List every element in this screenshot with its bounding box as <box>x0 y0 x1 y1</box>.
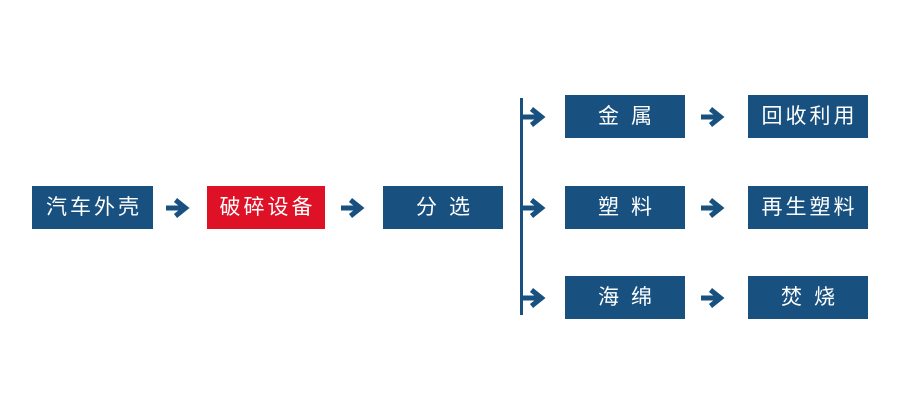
right-arrow-icon <box>165 196 191 220</box>
node-incineration: 焚烧 <box>748 276 868 319</box>
node-car-shell: 汽车外壳 <box>32 186 153 229</box>
node-sponge: 海绵 <box>565 276 685 319</box>
node-incineration-label: 焚烧 <box>781 285 847 309</box>
node-recycling-label: 回收利用 <box>761 104 858 128</box>
node-plastic: 塑料 <box>565 186 685 229</box>
node-crushing-equipment: 破碎设备 <box>207 186 325 229</box>
node-recycling: 回收利用 <box>748 95 868 138</box>
node-recycled-plastic-label: 再生塑料 <box>761 195 858 219</box>
right-arrow-icon <box>340 196 366 220</box>
right-arrow-icon <box>521 286 547 310</box>
node-car-shell-label: 汽车外壳 <box>46 195 142 219</box>
node-sponge-label: 海绵 <box>598 285 664 309</box>
node-plastic-label: 塑料 <box>598 195 664 219</box>
node-sorting-label: 分选 <box>416 195 482 219</box>
node-metal-label: 金属 <box>598 104 664 128</box>
right-arrow-icon <box>700 196 726 220</box>
right-arrow-icon <box>700 105 726 129</box>
node-sorting: 分选 <box>383 186 503 229</box>
node-metal: 金属 <box>565 95 685 138</box>
right-arrow-icon <box>521 105 547 129</box>
right-arrow-icon <box>700 286 726 310</box>
node-recycled-plastic: 再生塑料 <box>748 186 868 229</box>
node-crushing-equipment-label: 破碎设备 <box>219 195 316 219</box>
right-arrow-icon <box>521 196 547 220</box>
